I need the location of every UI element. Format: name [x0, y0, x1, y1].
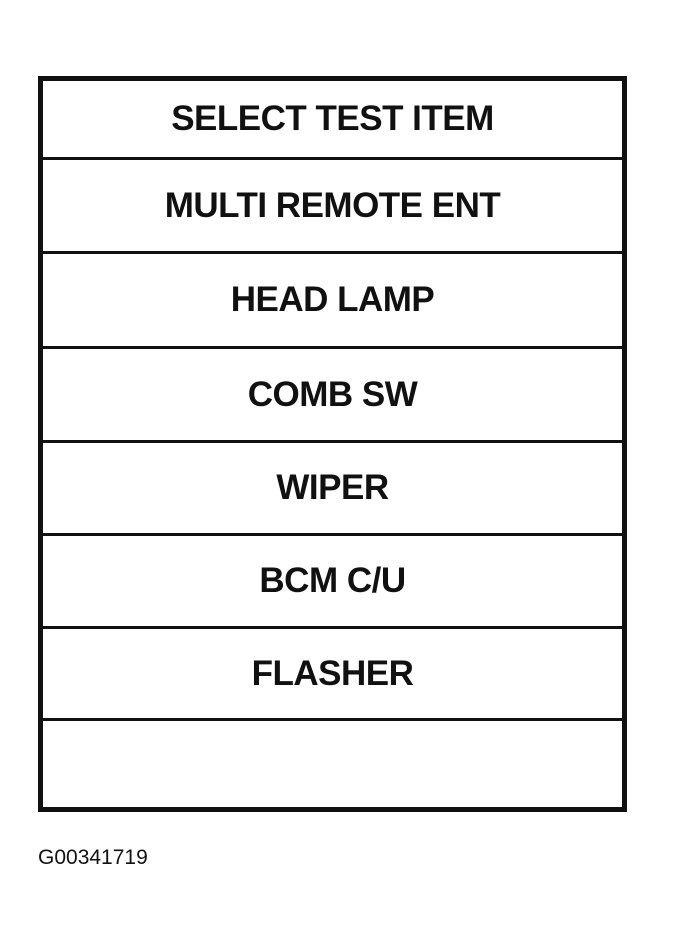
menu-item-head-lamp[interactable]: HEAD LAMP [43, 254, 622, 349]
menu-item-multi-remote-ent[interactable]: MULTI REMOTE ENT [43, 160, 622, 254]
test-item-select-screen: SELECT TEST ITEM MULTI REMOTE ENT HEAD L… [38, 76, 627, 812]
menu-item-comb-sw[interactable]: COMB SW [43, 349, 622, 443]
menu-item-wiper[interactable]: WIPER [43, 443, 622, 536]
screen-title: SELECT TEST ITEM [43, 81, 622, 160]
menu-item-empty[interactable] [43, 721, 622, 807]
menu-item-bcm-cu[interactable]: BCM C/U [43, 536, 622, 629]
menu-item-flasher[interactable]: FLASHER [43, 629, 622, 721]
figure-id-label: G00341719 [38, 846, 148, 869]
